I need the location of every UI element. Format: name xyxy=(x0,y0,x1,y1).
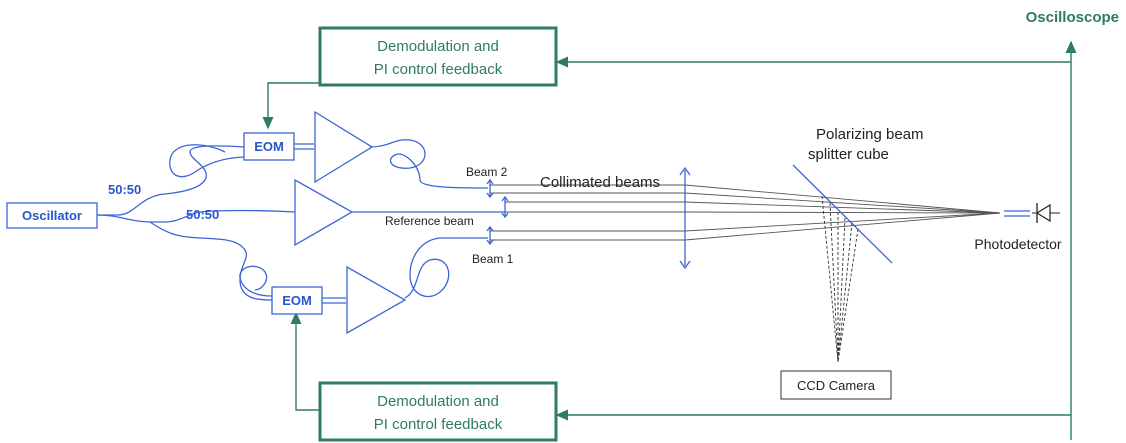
polarizing-beam-splitter xyxy=(792,164,893,264)
collimators xyxy=(486,178,509,246)
reflected-beams xyxy=(821,195,859,363)
feedback-top-line1: Demodulation and xyxy=(377,38,499,55)
photodetector-icon xyxy=(1004,203,1060,223)
feedback-bottom-line2: PI control feedback xyxy=(374,416,503,433)
reference-beam-label: Reference beam xyxy=(385,214,474,228)
ccd-camera-box: CCD Camera xyxy=(780,370,892,400)
ccd-camera-label: CCD Camera xyxy=(797,378,876,393)
oscillator-label: Oscillator xyxy=(22,208,82,223)
pbs-label-line2: splitter cube xyxy=(808,146,889,163)
collimated-beams xyxy=(490,184,1001,241)
photodetector-label: Photodetector xyxy=(974,236,1062,252)
amplifier-top xyxy=(314,110,374,184)
lens xyxy=(679,166,691,270)
feedback-top-line2: PI control feedback xyxy=(374,61,503,78)
feedback-wiring xyxy=(262,40,1077,440)
oscilloscope-title: Oscilloscope xyxy=(1026,9,1119,26)
oscillator-box: Oscillator xyxy=(6,202,98,229)
amplifier-bottom xyxy=(346,265,407,335)
eom-bottom-label: EOM xyxy=(282,293,312,308)
eom-top-label: EOM xyxy=(254,139,284,154)
collimated-beams-label: Collimated beams xyxy=(540,174,660,191)
feedback-bottom-line1: Demodulation and xyxy=(377,393,499,410)
eom-top: EOM xyxy=(243,132,314,161)
feedback-box-bottom: Demodulation and PI control feedback xyxy=(318,381,558,442)
splitter-2-label: 50:50 xyxy=(186,207,219,222)
beam-2-label: Beam 2 xyxy=(466,165,508,179)
eom-bottom: EOM xyxy=(271,286,346,315)
amplifier-reference xyxy=(294,178,354,247)
pbs-label-line1: Polarizing beam xyxy=(816,126,924,143)
splitter-1-label: 50:50 xyxy=(108,182,141,197)
feedback-box-top: Demodulation and PI control feedback xyxy=(318,26,558,87)
beam-1-label: Beam 1 xyxy=(472,252,514,266)
fiber-network xyxy=(96,139,505,301)
